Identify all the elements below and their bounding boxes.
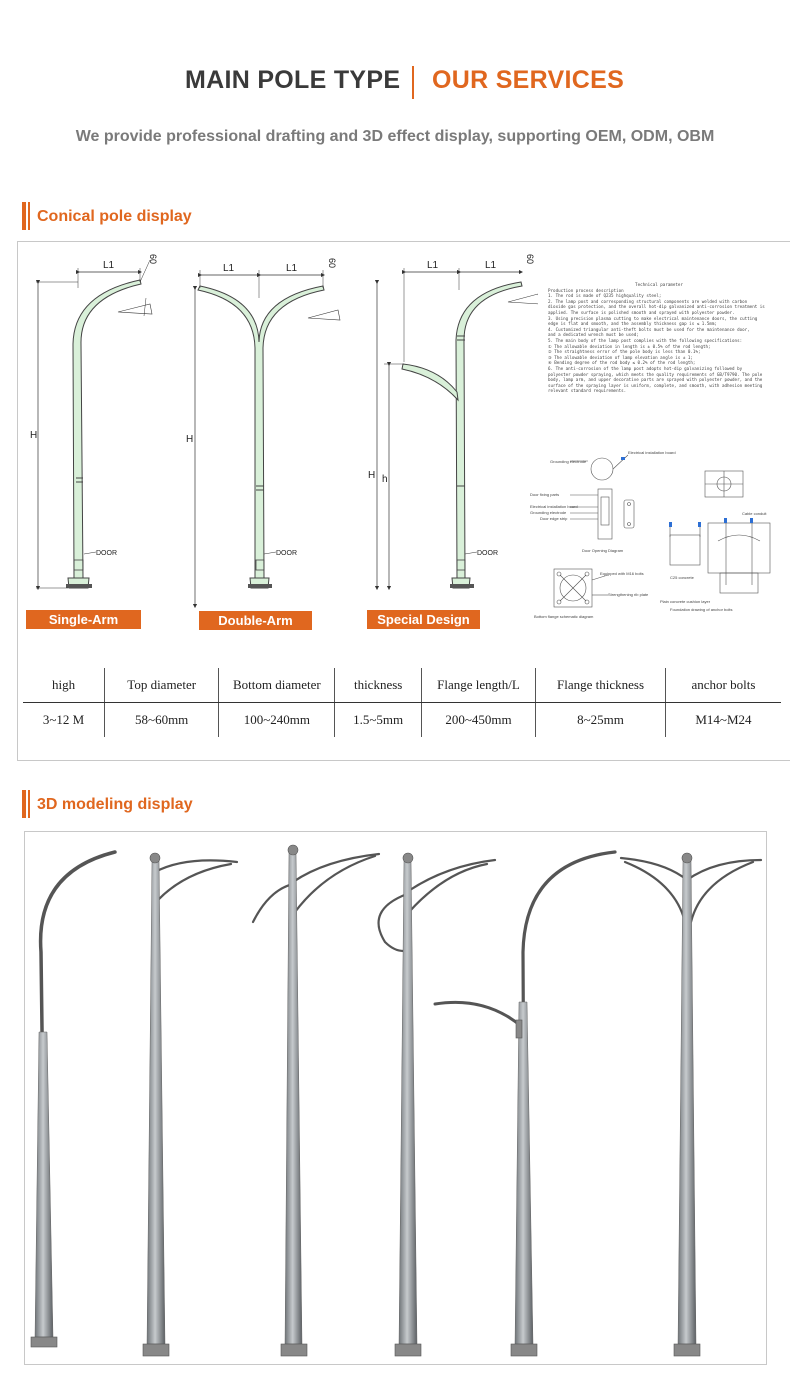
electrical-board-label: Electrical installation board	[530, 504, 578, 509]
double-arm-tag: Double-Arm	[199, 611, 312, 630]
cable-conduit-label: Cable conduit	[742, 511, 767, 516]
spec-header-cell: Flange length/L	[420, 668, 536, 703]
tech-line: ③ The allowable deviation of lamp elevat…	[548, 354, 693, 360]
dim-l1-label: L1	[223, 263, 235, 274]
tech-line: applied. The surface is polished smooth …	[548, 309, 735, 315]
plain-concrete-label: Plain concrete cushion layer	[660, 599, 711, 604]
header-divider	[412, 66, 414, 99]
spec-header-row: high Top diameter Bottom diameter thickn…	[23, 668, 781, 703]
door-label: DOOR	[276, 550, 297, 557]
spec-value-cell: 58~60mm	[104, 702, 219, 737]
tech-line: 6. The anti-corrosion of the lamp post a…	[548, 365, 743, 371]
conical-section-title: Conical pole display	[37, 208, 192, 225]
our-services-title: OUR SERVICES	[432, 66, 625, 94]
door-label: DOOR	[477, 550, 498, 557]
spec-value-cell: 8~25mm	[535, 702, 666, 737]
door-caption: Door Opening Diagram	[582, 548, 624, 553]
strengthening-label: Strengthening rib plate	[608, 592, 649, 597]
special-design-tag: Special Design	[367, 610, 480, 629]
tech-line: ① The allowable deviation in length is ±…	[548, 343, 711, 349]
spec-header-cell: anchor bolts	[664, 668, 781, 703]
tech-line: edge is flat and smooth, and the assembl…	[548, 321, 717, 327]
spec-value-row: 3~12 M 58~60mm 100~240mm 1.5~5mm 200~450…	[23, 702, 781, 737]
special-design-drawing: H h L1 L1 60 DOOR	[368, 254, 538, 591]
double-arm-drawing: H L1 L1 60 DOOR	[186, 258, 341, 609]
tech-title: Technical parameter	[635, 282, 683, 287]
spec-header-cell: Flange thickness	[535, 668, 666, 703]
tech-heading: Production process description	[548, 287, 624, 293]
dim-h-small-label: h	[382, 474, 388, 485]
spec-value-cell: 200~450mm	[420, 702, 536, 737]
section-marker	[28, 790, 30, 818]
grounding-label: Grounding electrode	[550, 459, 587, 464]
dim-h-label: H	[30, 430, 37, 441]
schematic-diagrams: Grounding electrode Electrical installat…	[530, 450, 771, 619]
bolts-label: Equipped with M16 bolts	[600, 571, 644, 576]
spec-value-cell: M14~M24	[664, 702, 781, 737]
services-subtitle: We provide professional drafting and 3D …	[75, 128, 715, 145]
spec-value-cell: 3~12 M	[42, 712, 85, 727]
main-pole-type-title: MAIN POLE TYPE	[185, 66, 401, 94]
tech-line: surface of the spraying layer is uniform…	[548, 382, 763, 388]
3d-pole-models	[30, 844, 763, 1357]
dim-l1-label: L1	[485, 260, 497, 271]
spec-header-cell: Top diameter	[104, 668, 219, 703]
modeling-section-title: 3D modeling display	[37, 796, 193, 813]
door-edge-label: Door edge strip	[540, 516, 568, 521]
tech-line: 5. The main body of the lamp post compli…	[548, 337, 743, 343]
single-arm-drawing: H L1 60 DOOR	[30, 254, 158, 591]
c25-label: C25 concrete	[670, 575, 695, 580]
dim-angle-label: 60	[148, 254, 158, 264]
spec-header-cell: Bottom diameter	[218, 668, 335, 703]
tech-line: 4. Customized triangular anti-theft bolt…	[548, 326, 750, 332]
section-marker	[22, 202, 26, 230]
tech-line: relevant standard requirements.	[548, 388, 627, 394]
section-marker	[28, 202, 30, 230]
spec-header-cell: thickness	[334, 668, 422, 703]
spec-table: high Top diameter Bottom diameter thickn…	[23, 668, 781, 737]
dim-l1-label: L1	[103, 260, 115, 271]
door-label: DOOR	[96, 550, 117, 557]
spec-value-cell: 100~240mm	[218, 702, 335, 737]
tech-line: dioxide gas protection, and the overall …	[548, 304, 765, 310]
tech-line: body, lamp arm, and upper decorative par…	[548, 377, 763, 383]
dim-angle-label: 60	[525, 254, 535, 264]
pole-drawings: H L1 60 DOOR H L1 L1 60 DOOR	[30, 254, 538, 609]
single-arm-tag: Single-Arm	[26, 610, 141, 629]
tech-line: 1. The rod is made of Q235 highquality s…	[548, 293, 662, 299]
flange-caption: Bottom flange schematic diagram	[534, 614, 594, 619]
tech-line: ② The straightness error of the pole bod…	[548, 349, 701, 355]
foundation-caption: Foundation drawing of anchor bolts	[670, 607, 732, 612]
dim-h-label: H	[368, 470, 375, 481]
door-fixing-label: Door fixing parts	[530, 492, 559, 497]
tech-line: 2. The lamp post and corresponding struc…	[548, 298, 748, 304]
dim-h-label: H	[186, 434, 193, 445]
tech-line: ④ Bending degree of the rod body ≤ 0.2% …	[548, 360, 696, 366]
tech-line: and a dedicated wrench must be used;	[548, 332, 639, 338]
tech-line: polyester powder spraying, which meets t…	[548, 371, 763, 377]
tech-line: 3. Using precision plasma cutting to mak…	[548, 315, 758, 321]
dim-l1-label: L1	[286, 263, 298, 274]
section-marker	[22, 790, 26, 818]
grounding-label: Grounding electrode	[530, 510, 567, 515]
electrical-board-label: Electrical installation board	[628, 450, 676, 455]
technical-parameters: Technical parameter Production process d…	[548, 282, 770, 394]
spec-header-cell: high	[23, 668, 105, 703]
spec-value-cell: 1.5~5mm	[334, 702, 422, 737]
dim-l1-label: L1	[427, 260, 439, 271]
dim-angle-label: 60	[327, 258, 337, 268]
